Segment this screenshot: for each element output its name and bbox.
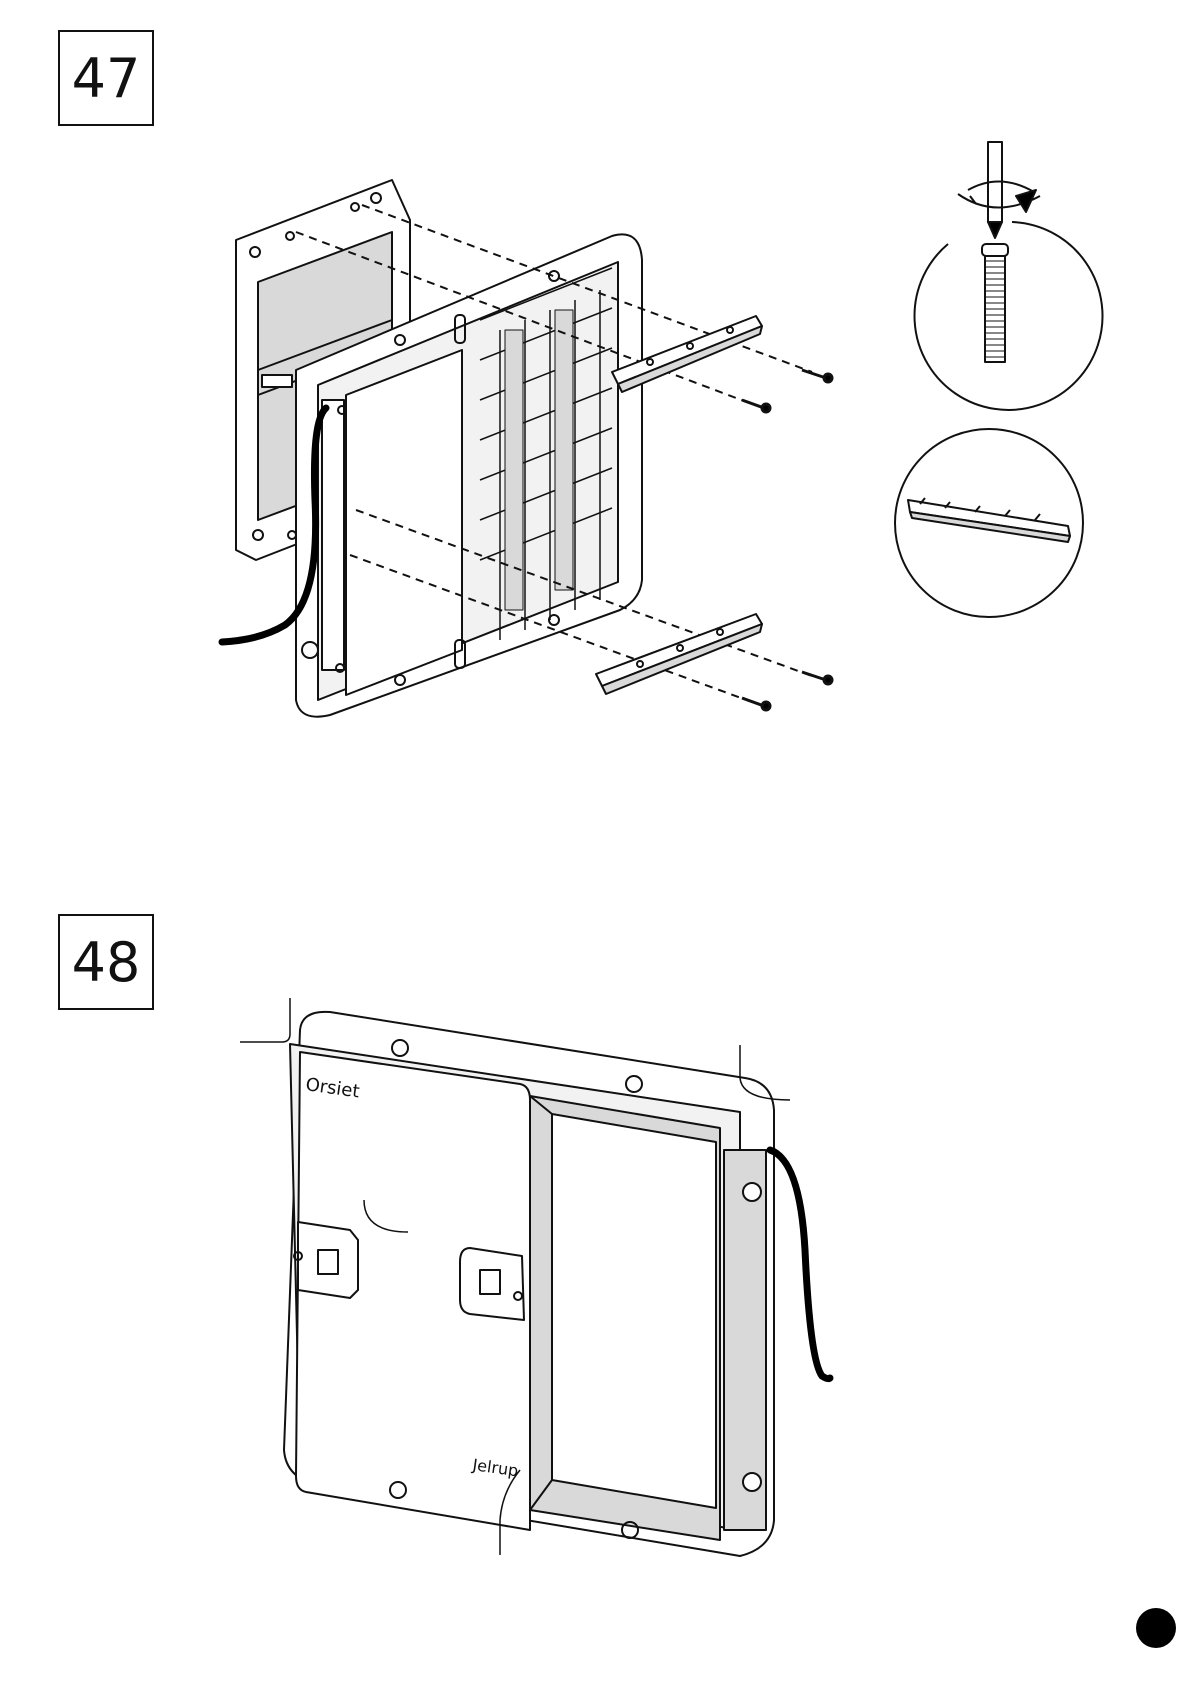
power-cable [770,1150,830,1379]
rail-strip-detail-icon [895,429,1083,617]
frame-opening [530,1096,766,1540]
page-marker-dot [1136,1608,1176,1648]
screwdriver-turning-screw-icon [915,142,1103,410]
bottom-rail-strip [596,614,762,694]
screws [742,370,832,710]
step48-drawing: Orsiet Jelrup [240,998,830,1556]
cover-panel: Orsiet Jelrup [294,1052,530,1530]
step47-drawing [222,142,1103,717]
